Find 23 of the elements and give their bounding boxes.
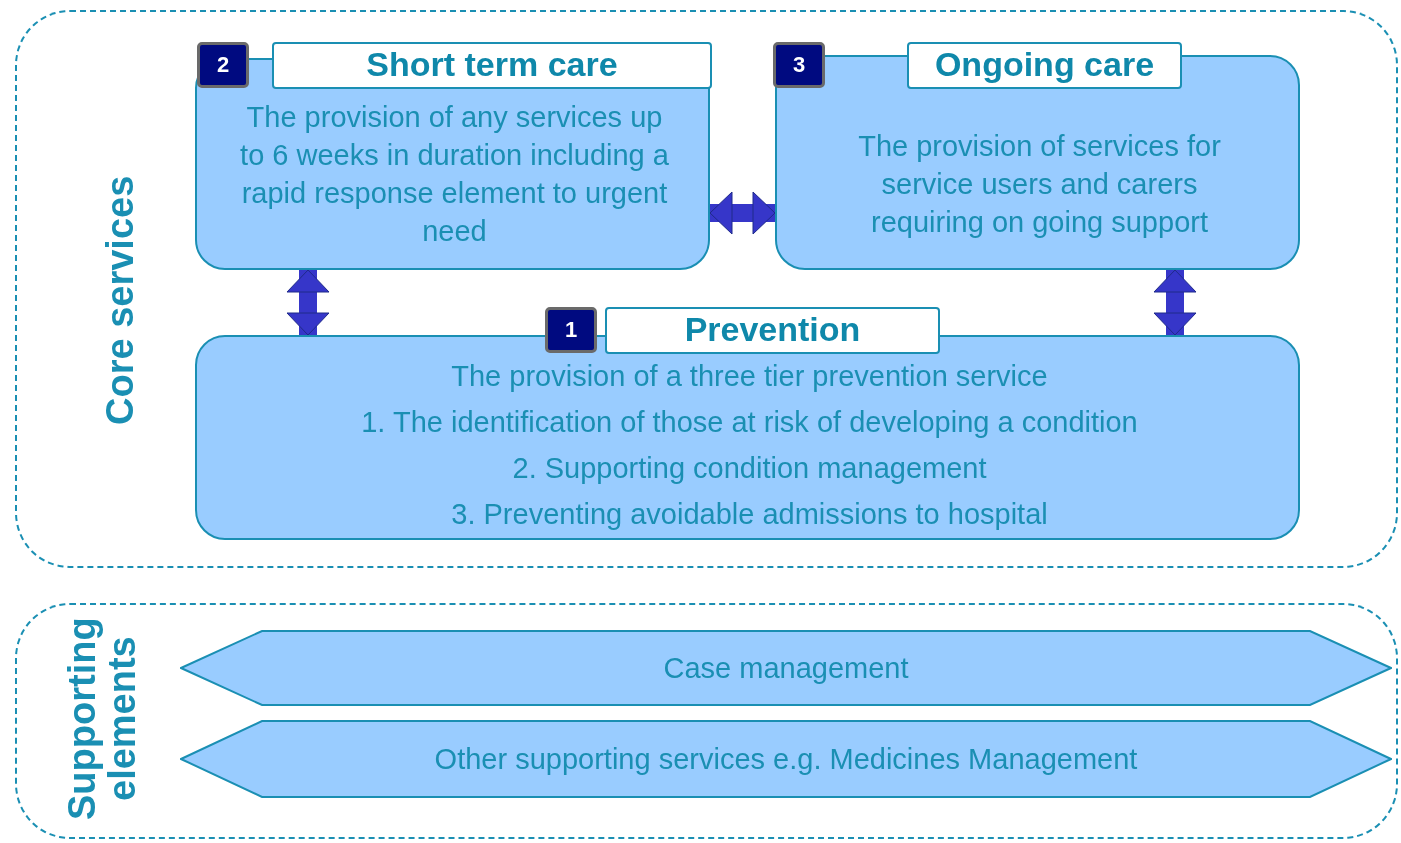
banner-arrow-shape [180, 720, 1392, 798]
banner-arrow-shape [180, 630, 1392, 706]
double-arrow [709, 191, 776, 235]
number-badge: 3 [773, 42, 825, 88]
double-arrow [286, 269, 330, 336]
heading-tab: Short term care [272, 42, 712, 89]
body-text: 1. The identification of those at risk of developing a condition [360, 405, 1139, 440]
double-arrow [1153, 269, 1197, 336]
body-text: 2. Supporting condition management [511, 451, 988, 486]
body-text: 3. Preventing avoidable admissions to hospital [450, 497, 1049, 532]
body-text: The provision of services for service users and carers requiring on going support [857, 129, 1222, 240]
dashed-group-frame [15, 10, 1398, 568]
banner-label: Case management [662, 651, 910, 685]
number-badge: 1 [545, 307, 597, 353]
heading-tab: Prevention [605, 307, 940, 354]
group-title: Supporting elements [62, 616, 144, 823]
number-badge: 2 [197, 42, 249, 88]
banner-label: Other supporting services e.g. Medicines Management [433, 742, 1139, 776]
body-text: The provision of a three tier prevention service [450, 359, 1049, 394]
group-title: Core services [100, 174, 142, 427]
heading-tab: Ongoing care [907, 42, 1182, 89]
body-text: The provision of any services up to 6 weeks in duration including a rapid response element to urgent need [239, 100, 670, 249]
dashed-group-frame [15, 603, 1398, 839]
